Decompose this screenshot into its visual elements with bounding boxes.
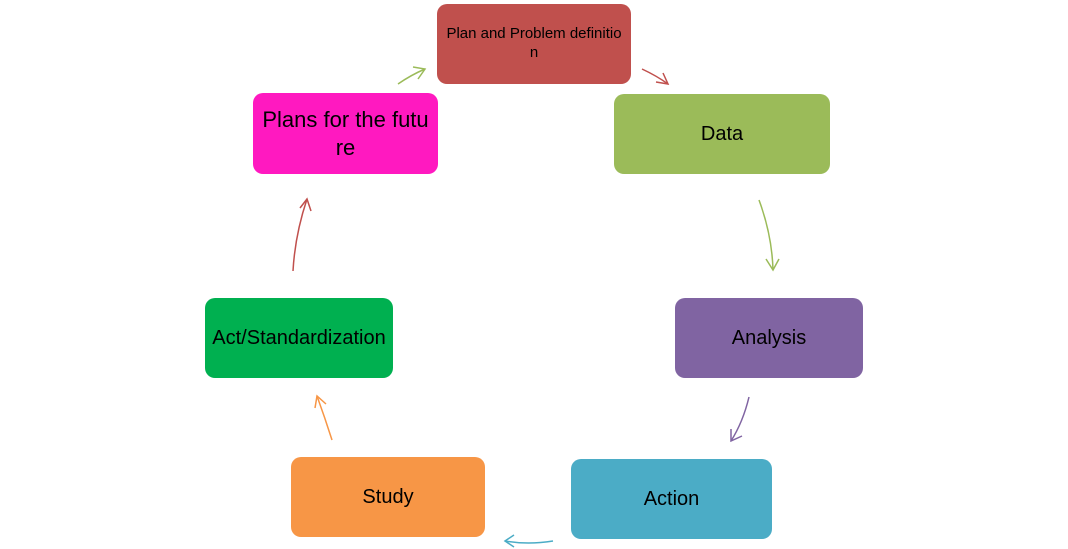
arrow-plan-to-data-line — [641, 68, 669, 85]
node-analysis-label: Analysis — [731, 326, 807, 349]
arrow-action-to-study-head — [503, 534, 515, 548]
arrow-study-to-act-line — [316, 395, 333, 441]
arrow-future-to-plan — [397, 66, 427, 85]
arrow-analysis-to-action-head — [730, 429, 743, 443]
node-plan-label: Plan and Problem definition — [446, 25, 622, 61]
node-future-label: Plans for the future — [262, 107, 429, 160]
node-data: Data — [614, 94, 830, 174]
arrow-action-to-study — [503, 534, 554, 548]
node-plans-for-the-future: Plans for the future — [253, 93, 438, 174]
arrow-data-to-analysis — [758, 199, 780, 272]
node-study: Study — [291, 457, 485, 537]
arrow-data-to-analysis-head — [765, 258, 780, 272]
node-data-label: Data — [700, 122, 744, 145]
arrow-plan-to-data-head — [655, 72, 670, 85]
arrow-act-to-future — [292, 197, 312, 272]
arrow-act-to-future-line — [292, 198, 308, 272]
arrow-study-to-act — [314, 394, 333, 441]
node-study-label: Study — [362, 485, 414, 508]
node-act-standardization: Act/Standardization — [205, 298, 393, 378]
node-act-label: Act/Standardization — [212, 326, 386, 349]
arrow-future-to-plan-head — [412, 66, 427, 80]
arrow-study-to-act-head — [314, 394, 327, 409]
arrow-data-to-analysis-line — [758, 199, 774, 271]
arrow-plan-to-data — [641, 68, 670, 85]
node-analysis: Analysis — [675, 298, 863, 378]
arrow-act-to-future-head — [299, 197, 312, 212]
node-action-label: Action — [643, 487, 700, 510]
arrow-analysis-to-action-line — [730, 396, 750, 442]
arrow-analysis-to-action — [730, 396, 750, 443]
arrow-action-to-study-line — [504, 540, 554, 544]
node-action: Action — [571, 459, 772, 539]
arrow-future-to-plan-line — [397, 68, 426, 85]
node-plan-and-problem-definition: Plan and Problem definition — [437, 4, 631, 84]
